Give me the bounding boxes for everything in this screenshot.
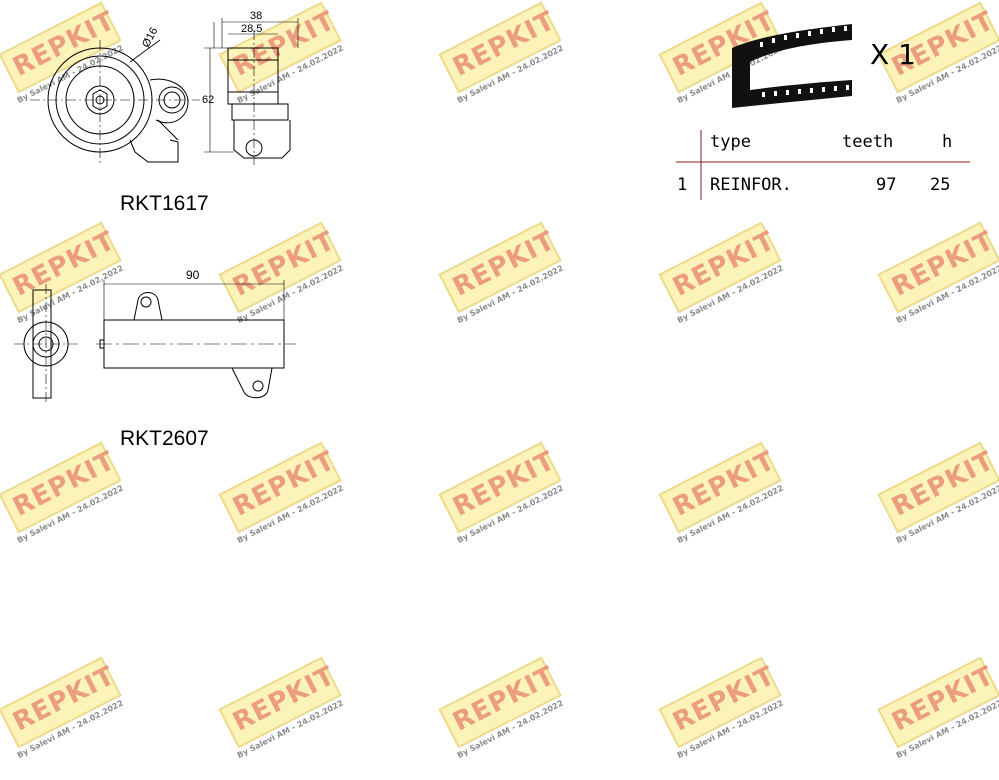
table-header-teeth: teeth <box>842 132 894 152</box>
timing-belt-image <box>732 24 852 108</box>
table-row-type: REINFOR. <box>710 175 792 195</box>
technical-drawings <box>14 18 970 404</box>
part-label-rkt2607: RKT2607 <box>120 427 209 450</box>
table-header-type: type <box>710 132 751 152</box>
dimension-height: 62 <box>202 94 215 106</box>
rkt1617-front-view <box>30 39 200 165</box>
dimension-length: 90 <box>186 268 200 282</box>
watermark-subtitle: By Salevi AM - 24.02.2022 <box>15 698 125 760</box>
watermark-subtitle: By Salevi AM - 24.02.2022 <box>894 698 999 760</box>
dimension-width-inner: 28.5 <box>241 23 263 35</box>
rkt1617-side-view <box>204 18 299 165</box>
belt-quantity: X 1 <box>870 38 916 71</box>
rkt2607-pulley-view <box>14 284 80 404</box>
watermark-subtitle: By Salevi AM - 24.02.2022 <box>455 698 565 760</box>
table-header-h: h <box>942 132 953 152</box>
table-row-index: 1 <box>677 175 688 195</box>
dimension-width-total: 38 <box>250 10 263 22</box>
rkt2607-tensioner-view <box>96 280 296 399</box>
table-row-h: 25 <box>930 175 951 195</box>
watermark-subtitle: By Salevi AM - 24.02.2022 <box>235 698 345 760</box>
belt-table-rules <box>676 130 970 200</box>
part-label-rkt1617: RKT1617 <box>120 192 209 215</box>
watermark-subtitle: By Salevi AM - 24.02.2022 <box>675 698 785 760</box>
table-row-teeth: 97 <box>876 175 897 195</box>
